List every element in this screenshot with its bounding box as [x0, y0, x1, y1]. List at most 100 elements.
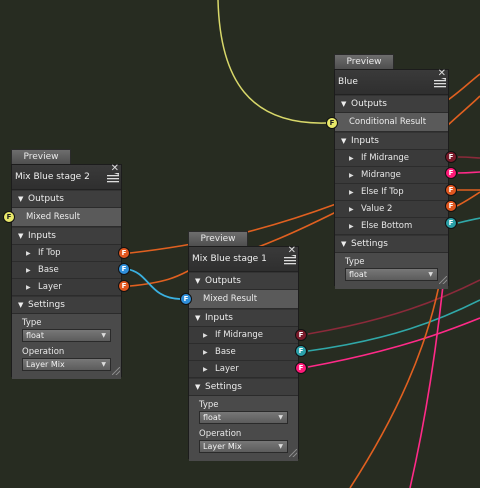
wire-magenta-blue[interactable]	[457, 171, 480, 174]
input-row[interactable]: ▶Midrange	[335, 167, 448, 184]
close-icon[interactable]: ✕	[287, 245, 296, 256]
expand-triangle-icon: ▶	[203, 349, 208, 356]
close-icon[interactable]: ✕	[437, 68, 446, 79]
collapse-triangle-icon: ▼	[18, 195, 24, 203]
node-title-text: Mix Blue stage 2	[15, 172, 90, 182]
port-layer[interactable]: F	[118, 280, 130, 292]
type-label: Type	[22, 318, 42, 328]
settings-section-header[interactable]: ▼Settings	[189, 378, 298, 396]
expand-triangle-icon: ▶	[349, 172, 354, 179]
port-mixed-result[interactable]: F	[180, 293, 192, 305]
wire-orange-blue-out-4[interactable]	[456, 191, 480, 207]
collapse-triangle-icon: ▼	[195, 383, 201, 391]
port-if-midrange[interactable]: F	[445, 151, 457, 163]
expand-triangle-icon: ▶	[26, 250, 31, 257]
blue-preview-tab[interactable]: Preview	[334, 54, 394, 69]
inputs-section-header[interactable]: ▼Inputs	[189, 309, 298, 327]
wire-darkred-blue[interactable]	[457, 156, 480, 159]
operation-label: Operation	[22, 347, 65, 357]
expand-triangle-icon: ▶	[203, 332, 208, 339]
port-else-if-top[interactable]: F	[445, 184, 457, 196]
input-row[interactable]: ▶Base	[12, 262, 121, 279]
outputs-section-header[interactable]: ▼Outputs	[189, 272, 298, 290]
wire-teal-blue[interactable]	[457, 217, 480, 224]
node-title[interactable]: Mix Blue stage 1 ✕	[189, 245, 298, 272]
outputs-section-header[interactable]: ▼Outputs	[335, 95, 448, 113]
node-title-text: Mix Blue stage 1	[192, 254, 267, 264]
port-if-top[interactable]: F	[118, 247, 130, 259]
wire-yellow[interactable]	[217, 0, 327, 124]
stage2-preview-tab[interactable]: Preview	[11, 149, 71, 164]
resize-grip-icon[interactable]	[112, 367, 120, 375]
dropdown-arrow-icon: ▼	[101, 332, 106, 339]
port-base[interactable]: F	[295, 345, 307, 357]
port-value-2[interactable]: F	[445, 200, 457, 212]
port-midrange[interactable]: F	[445, 167, 457, 179]
port-conditional-result[interactable]: F	[326, 117, 338, 129]
settings-body: Type float▼	[335, 253, 448, 289]
input-row[interactable]: ▶Else If Top	[335, 184, 448, 201]
port-mixed-result[interactable]: F	[3, 211, 15, 223]
input-row[interactable]: ▶Base	[189, 344, 298, 361]
node-mix-blue-stage-1[interactable]: Mix Blue stage 1 ✕ ▼Outputs Mixed Result…	[188, 245, 299, 461]
input-row[interactable]: ▶Layer	[12, 279, 121, 296]
node-mix-blue-stage-2[interactable]: Mix Blue stage 2 ✕ ▼Outputs Mixed Result…	[11, 163, 122, 379]
wire-orange-blue-out-2[interactable]	[447, 95, 480, 126]
output-mixed-result: Mixed Result	[189, 290, 298, 309]
dropdown-arrow-icon: ▼	[101, 361, 106, 368]
node-title-text: Blue	[338, 77, 358, 87]
resize-grip-icon[interactable]	[439, 276, 447, 284]
type-select[interactable]: float▼	[345, 268, 438, 281]
type-select[interactable]: float▼	[22, 329, 111, 342]
output-mixed-result: Mixed Result	[12, 208, 121, 227]
input-row[interactable]: ▶Value 2	[335, 201, 448, 218]
input-row[interactable]: ▶Layer	[189, 361, 298, 378]
settings-section-header[interactable]: ▼Settings	[12, 296, 121, 314]
input-row[interactable]: ▶If Midrange	[189, 327, 298, 344]
expand-triangle-icon: ▶	[26, 284, 31, 291]
port-else-bottom[interactable]: F	[445, 217, 457, 229]
dropdown-arrow-icon: ▼	[278, 443, 283, 450]
port-layer[interactable]: F	[295, 362, 307, 374]
type-label: Type	[199, 400, 219, 410]
node-blue[interactable]: Blue ✕ ▼Outputs Conditional Result ▼Inpu…	[334, 68, 449, 289]
expand-triangle-icon: ▶	[349, 206, 354, 213]
type-select[interactable]: float▼	[199, 411, 288, 424]
wire-magenta-stage1[interactable]	[307, 317, 480, 368]
inputs-section-header[interactable]: ▼Inputs	[12, 227, 121, 245]
operation-select[interactable]: Layer Mix▼	[199, 440, 288, 453]
resize-grip-icon[interactable]	[289, 449, 297, 457]
operation-select[interactable]: Layer Mix▼	[22, 358, 111, 371]
wire-teal-stage1[interactable]	[307, 299, 480, 352]
port-if-midrange[interactable]: F	[295, 329, 307, 341]
outputs-section-header[interactable]: ▼Outputs	[12, 190, 121, 208]
collapse-triangle-icon: ▼	[195, 314, 201, 322]
input-row[interactable]: ▶If Midrange	[335, 150, 448, 167]
wire-orange-blue-out-1[interactable]	[447, 73, 480, 101]
expand-triangle-icon: ▶	[26, 267, 31, 274]
stage1-preview-tab[interactable]: Preview	[188, 231, 248, 246]
menu-icon[interactable]	[284, 255, 296, 265]
wire-blue[interactable]	[125, 268, 181, 300]
settings-body: Type float▼ Operation Layer Mix▼	[12, 314, 121, 379]
port-base[interactable]: F	[118, 263, 130, 275]
menu-icon[interactable]	[107, 173, 119, 183]
collapse-triangle-icon: ▼	[195, 277, 201, 285]
operation-label: Operation	[199, 429, 242, 439]
node-title[interactable]: Mix Blue stage 2 ✕	[12, 163, 121, 190]
settings-section-header[interactable]: ▼Settings	[335, 235, 448, 253]
inputs-section-header[interactable]: ▼Inputs	[335, 132, 448, 150]
dropdown-arrow-icon: ▼	[278, 414, 283, 421]
menu-icon[interactable]	[434, 78, 446, 88]
node-title[interactable]: Blue ✕	[335, 68, 448, 95]
expand-triangle-icon: ▶	[349, 155, 354, 162]
wire-magenta-down[interactable]	[409, 254, 447, 488]
expand-triangle-icon: ▶	[203, 366, 208, 373]
input-row[interactable]: ▶Else Bottom	[335, 218, 448, 235]
output-conditional-result: Conditional Result	[335, 113, 448, 132]
input-row[interactable]: ▶If Top	[12, 245, 121, 262]
expand-triangle-icon: ▶	[349, 189, 354, 196]
type-label: Type	[345, 257, 365, 267]
collapse-triangle-icon: ▼	[341, 100, 347, 108]
close-icon[interactable]: ✕	[110, 163, 119, 174]
